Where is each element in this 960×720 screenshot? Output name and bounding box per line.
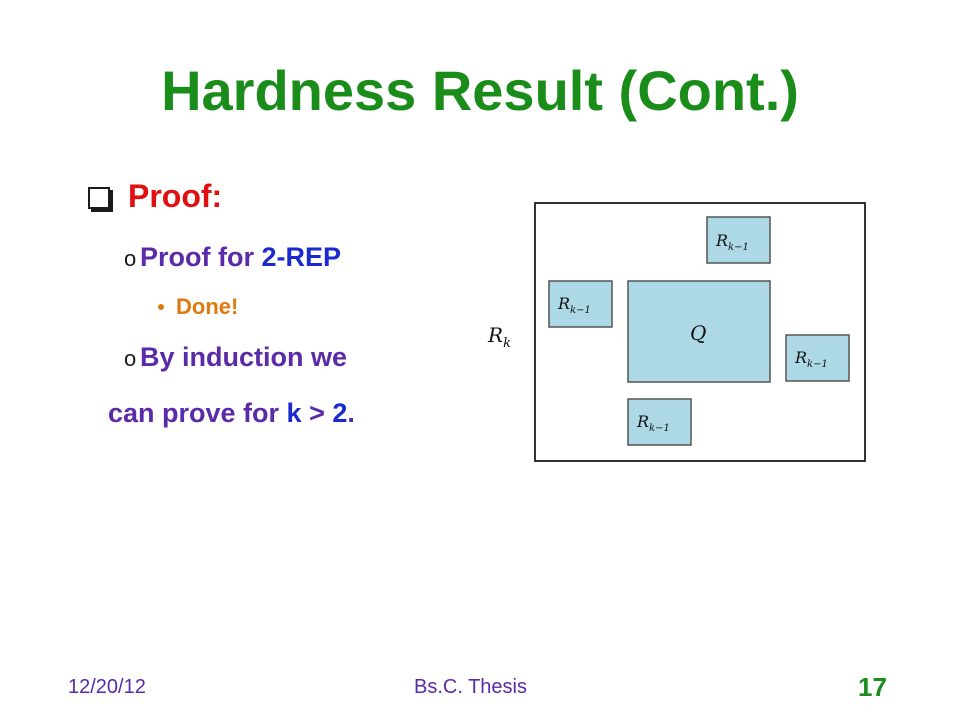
rep-highlight: 2-REP [261, 242, 342, 272]
small-box-bottom [627, 398, 692, 446]
period-text: . [347, 398, 355, 428]
small-box-bottom-label: Rk−1 [636, 412, 670, 434]
footer-center: Bs.C. Thesis [414, 676, 527, 698]
page-number: 17 [858, 672, 887, 702]
checkbox-bullet-icon [88, 187, 110, 209]
small-box-right [785, 334, 850, 382]
bullet-induction-line2: can prove for k > 2. [108, 398, 355, 429]
two-text: 2 [332, 398, 348, 428]
small-box-top [706, 216, 771, 264]
done-label: Done! [176, 294, 239, 319]
center-q-label: Q [690, 321, 706, 345]
proof-label: Proof: [128, 178, 223, 214]
bullet-done: Done! [158, 294, 238, 320]
center-q-box [627, 280, 771, 383]
induction-text: By induction we [140, 342, 348, 372]
slide-title: Hardness Result (Cont.) [161, 59, 799, 122]
bullet-induction-line1: By induction we [140, 342, 347, 373]
outer-label: Rk [487, 323, 511, 351]
dot-bullet-icon [158, 304, 164, 310]
small-box-left-label: Rk−1 [557, 294, 591, 316]
circle-bullet-icon: o [124, 346, 137, 371]
small-box-top-label: Rk−1 [715, 231, 749, 253]
gt-text: > [301, 398, 333, 428]
footer-date: 12/20/12 [68, 676, 146, 698]
bullet-proof: Proof: [88, 178, 222, 215]
can-prove-text: can prove for [108, 398, 287, 428]
circle-bullet-icon: o [124, 246, 137, 271]
proof-for-text: Proof for [140, 242, 262, 272]
k-text: k [286, 398, 302, 428]
small-box-right-label: Rk−1 [794, 348, 828, 370]
small-box-left [548, 280, 613, 328]
bullet-proof-2rep: Proof for 2-REP [140, 242, 341, 273]
